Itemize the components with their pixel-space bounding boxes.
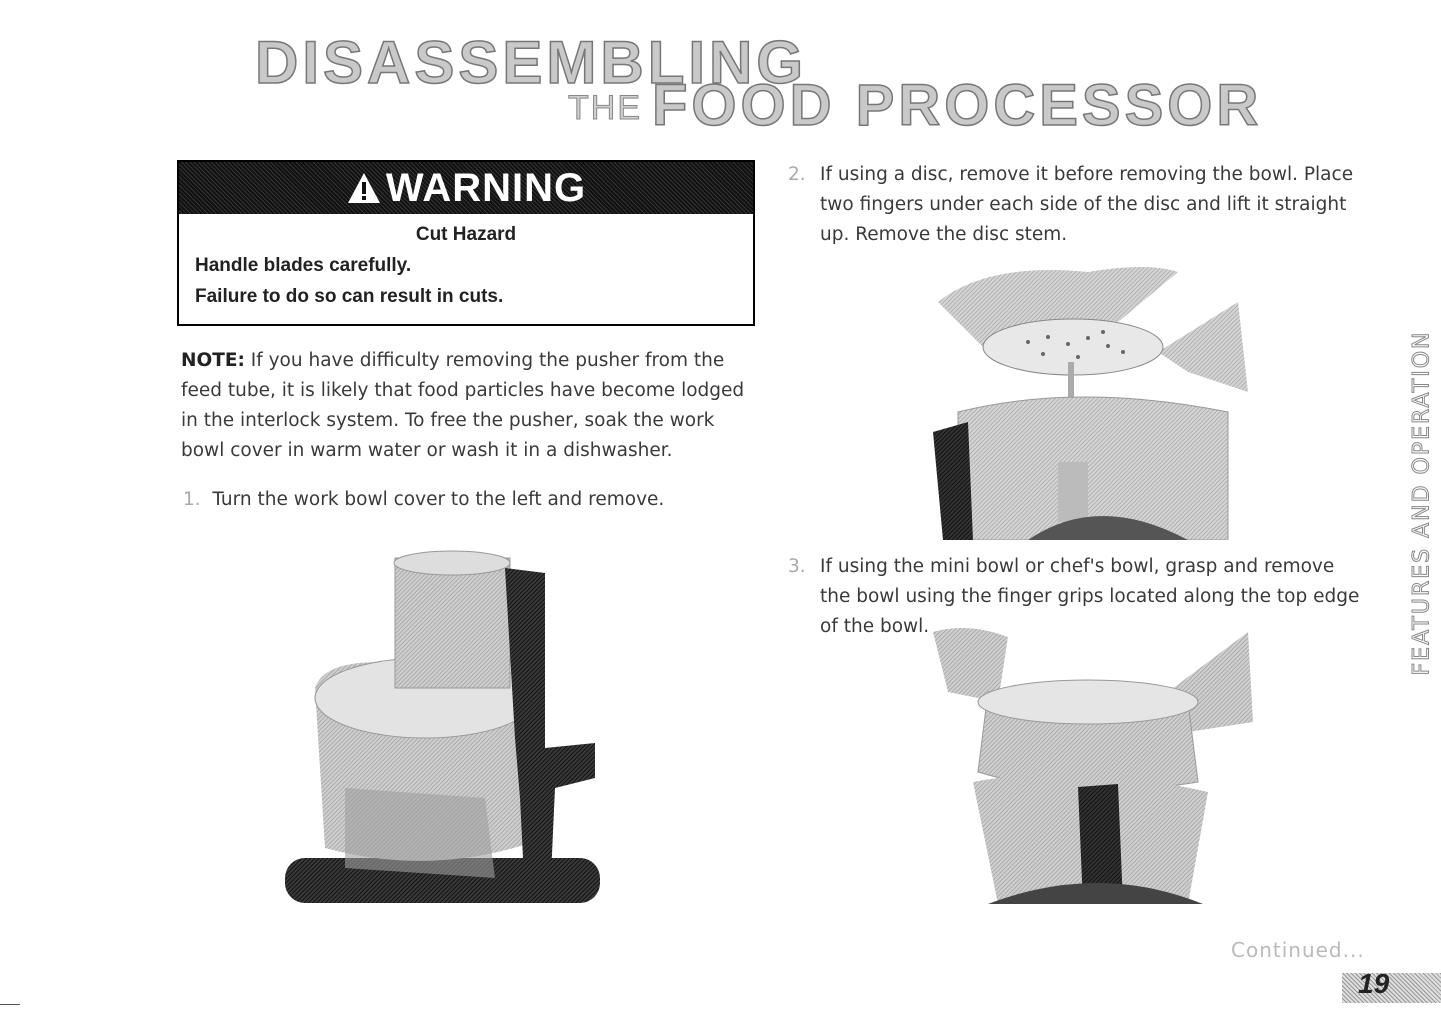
warning-line-2: Failure to do so can result in cuts.: [195, 286, 504, 307]
step-number: 3.: [788, 556, 806, 577]
page-number: 19: [1358, 968, 1390, 999]
step-text: Turn the work bowl cover to the left and…: [212, 489, 665, 510]
note-paragraph: NOTE: If you have difficulty removing th…: [181, 346, 751, 466]
continued-label: Continued...: [1231, 938, 1365, 962]
warning-heading: WARNING: [385, 165, 587, 210]
step-1: 1. Turn the work bowl cover to the left …: [183, 485, 753, 515]
note-label: NOTE:: [181, 350, 245, 371]
page-number-bar: [1342, 973, 1441, 1003]
warning-box: WARNING Cut Hazard Handle blades careful…: [177, 160, 755, 326]
crop-mark: [0, 1004, 20, 1005]
section-label: FEATURES AND OPERATION: [1409, 330, 1435, 676]
title-food-processor: FOOD PROCESSOR: [651, 72, 1263, 139]
step-number: 2.: [788, 164, 806, 185]
warning-triangle-icon: [347, 173, 380, 203]
step-text: If using the mini bowl or chef's bowl, g…: [820, 556, 1360, 637]
warning-header: WARNING: [179, 162, 753, 214]
step-2: 2. If using a disc, remove it before remo…: [788, 160, 1368, 250]
note-text: If you have difficulty removing the push…: [181, 350, 745, 461]
photo-remove-disc: [928, 262, 1258, 540]
page-title-line1: DISASSEMBLING: [254, 28, 808, 97]
step-3: 3. If using the mini bowl or chef's bowl,…: [788, 552, 1368, 642]
warning-subheading: Cut Hazard: [415, 224, 517, 245]
photo-remove-cover: [285, 548, 600, 903]
photo-remove-bowl: [928, 622, 1258, 904]
step-number: 1.: [183, 489, 201, 510]
warning-line-1: Handle blades carefully.: [195, 255, 412, 276]
title-the: THE: [568, 89, 642, 128]
step-text: If using a disc, remove it before removi…: [820, 164, 1354, 245]
section-sidebar: FEATURES AND OPERATION: [1402, 330, 1441, 676]
